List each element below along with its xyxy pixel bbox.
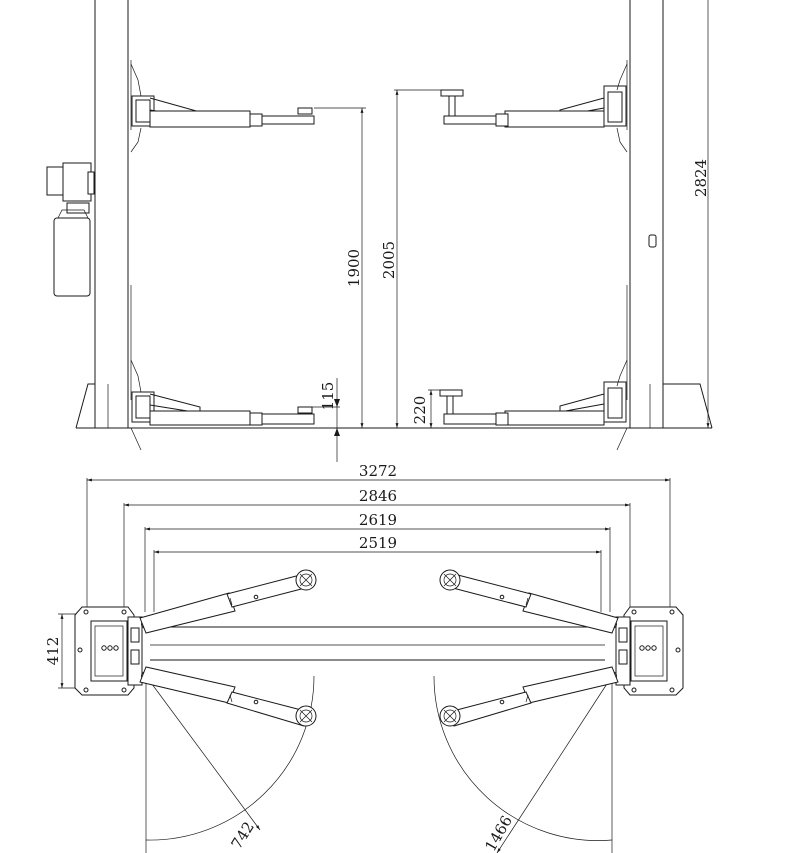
- dim-2005-label: 2005: [380, 241, 398, 279]
- right-column-base: [607, 606, 684, 696]
- right-lower-arm: [439, 359, 628, 451]
- right-post: [626, 0, 713, 429]
- dim-2824-label: 2824: [692, 159, 710, 197]
- lock-release-icon: [648, 234, 657, 248]
- dim-412-label: 412: [44, 637, 62, 666]
- left-bottom-swing-arm: [139, 666, 317, 727]
- left-top-swing-arm: [139, 569, 317, 634]
- right-upper-arm: [440, 63, 628, 153]
- right-bottom-swing-arm: [439, 666, 619, 727]
- dim-lift-height-2: 2005: [380, 89, 441, 428]
- dim-742-label: 742: [228, 818, 258, 852]
- dim-2619-label: 2619: [359, 511, 397, 529]
- power-unit: [46, 162, 95, 297]
- dim-post-height: 2824: [692, 0, 710, 428]
- dim-lift-height-1: 1900: [314, 107, 366, 428]
- dim-1900-label: 1900: [345, 249, 363, 287]
- dim-drive-through: 2619: [144, 511, 611, 612]
- left-post: [75, 0, 132, 429]
- dim-min-pad: 220: [411, 389, 446, 428]
- dim-inner-width: 2519: [153, 534, 602, 612]
- left-column-base: [74, 606, 151, 696]
- dim-2846-label: 2846: [359, 487, 397, 505]
- dim-between-columns: 2846: [123, 487, 631, 612]
- elevation-view: 1900 2005 115 220 2824: [46, 0, 713, 462]
- dim-base-depth: 412: [44, 613, 90, 689]
- dim-overall-width: 3272: [86, 462, 671, 612]
- dim-2519-label: 2519: [359, 534, 397, 552]
- right-top-swing-arm: [439, 569, 619, 634]
- left-upper-arm: [130, 63, 315, 153]
- left-lower-arm: [130, 359, 315, 451]
- dim-220-label: 220: [411, 396, 429, 425]
- dim-115-label: 115: [319, 382, 337, 411]
- dim-1466-label: 1466: [481, 812, 516, 853]
- dim-low-pad: 115: [312, 378, 340, 462]
- plan-view: 3272 2846 2619 2519 412: [44, 462, 684, 853]
- dim-3272-label: 3272: [359, 462, 397, 480]
